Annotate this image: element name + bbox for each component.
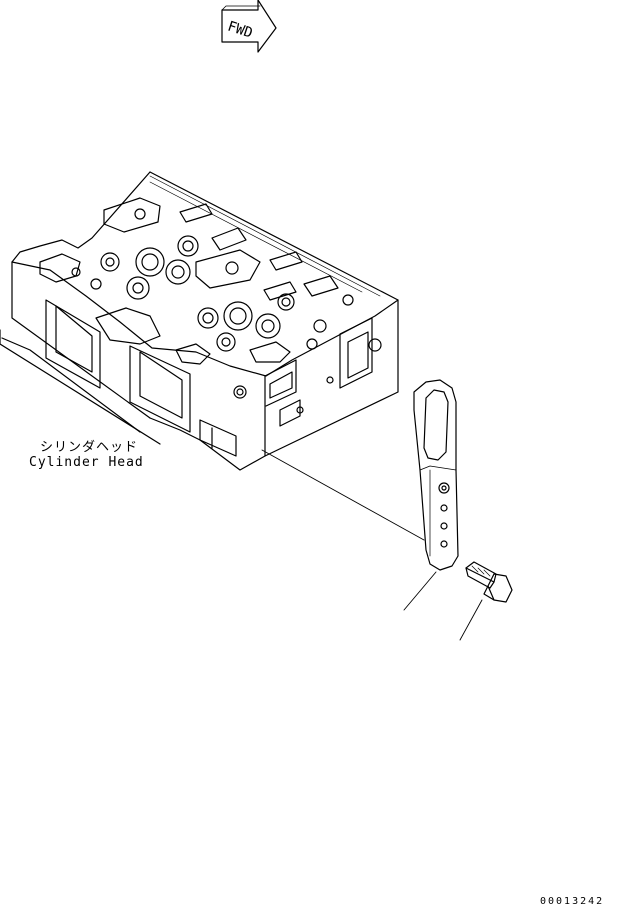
part-label-japanese: シリンダヘッド	[40, 440, 139, 455]
bolt-callout-line	[459, 599, 483, 641]
fwd-text: FWD	[225, 19, 254, 42]
part-label-english: Cylinder Head	[29, 455, 144, 470]
fwd-arrow-icon: FWD	[221, 0, 277, 53]
lifting-bracket-drawing	[413, 379, 459, 571]
flange-bolt-drawing	[465, 561, 513, 603]
drawing-number: 00013242	[540, 896, 605, 907]
cylinder-head-drawing	[0, 171, 399, 471]
assembly-leader-line	[261, 449, 425, 541]
bracket-callout-line	[403, 571, 437, 611]
